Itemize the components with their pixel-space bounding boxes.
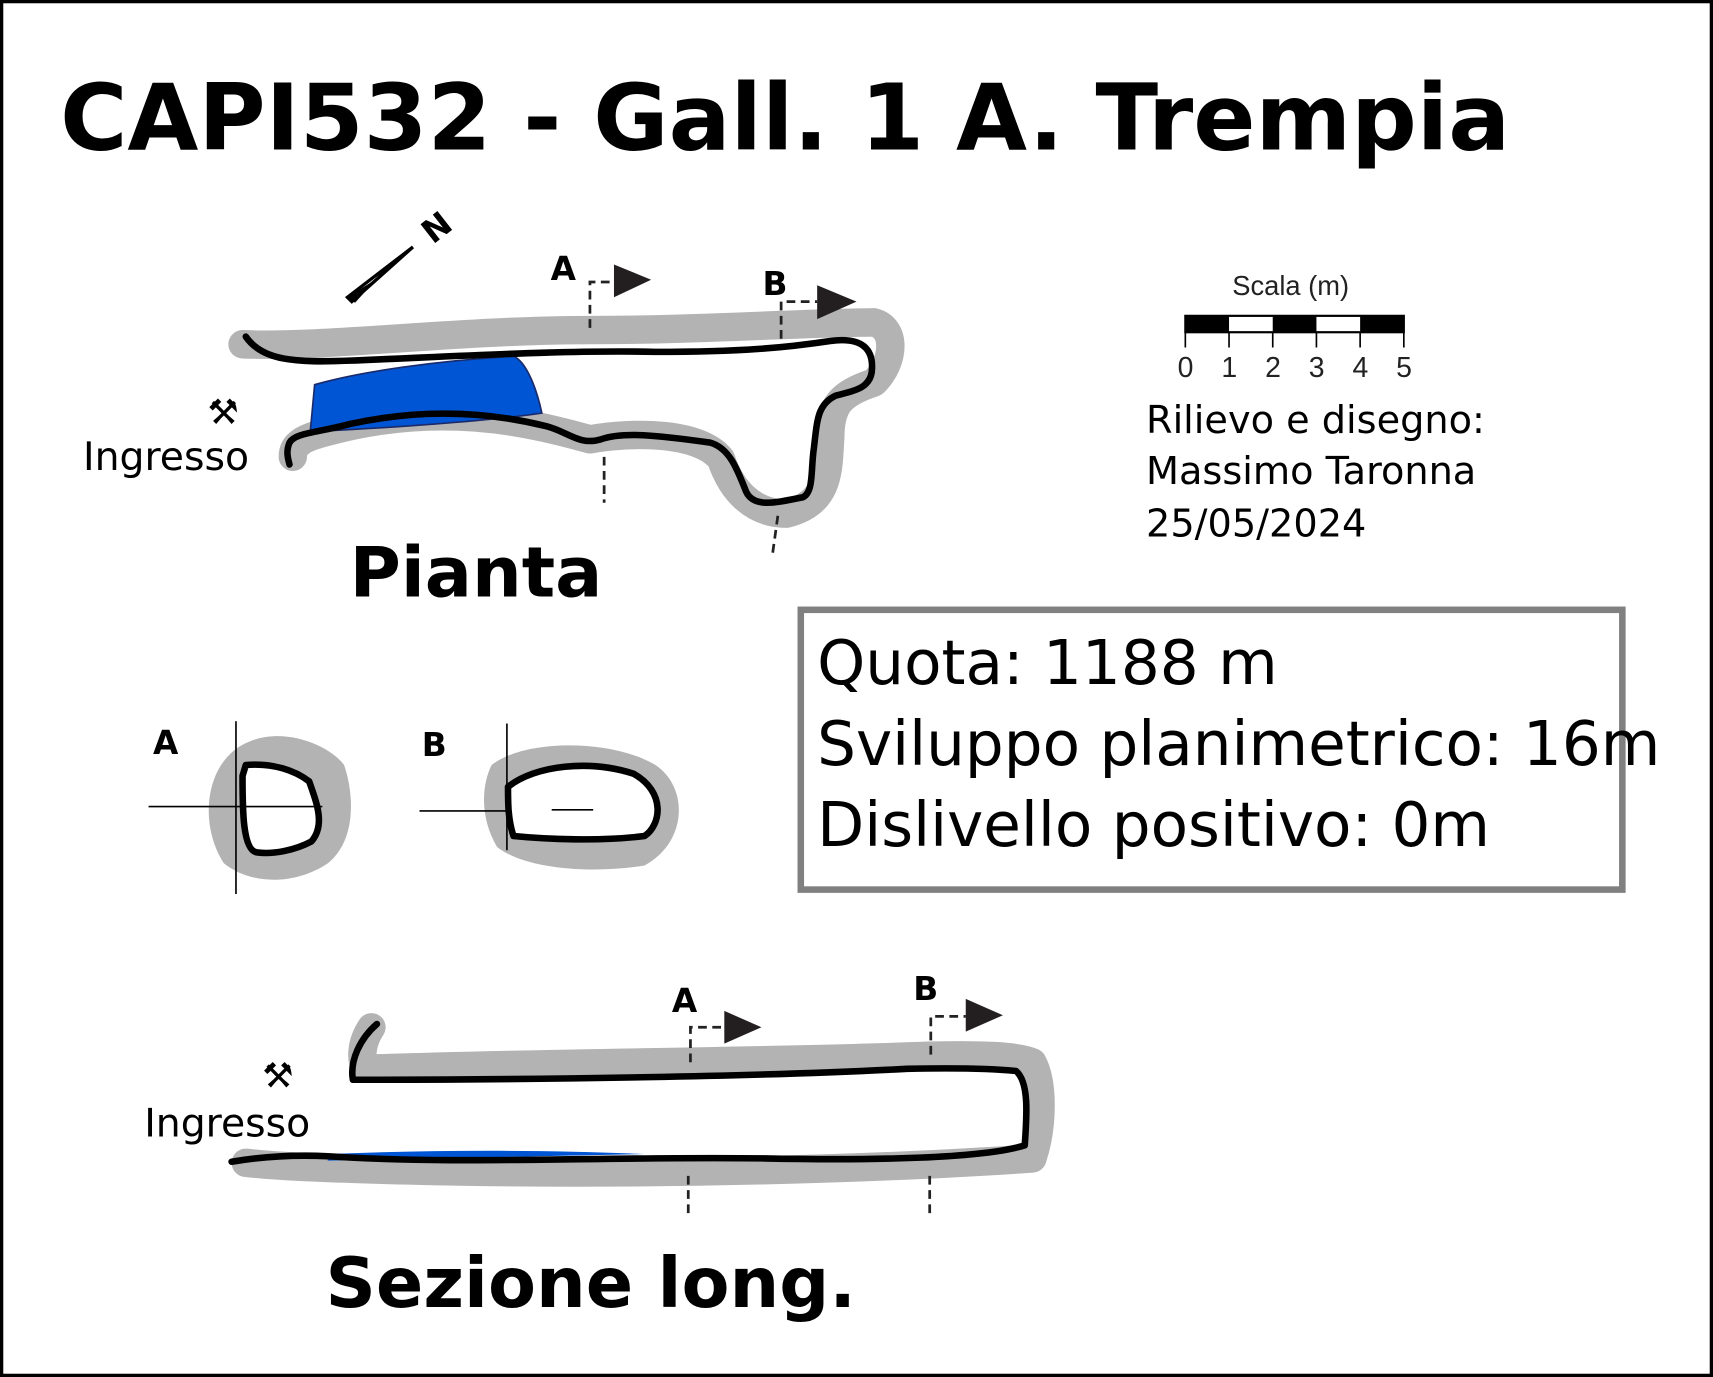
survey-title: CAPI532 - Gall. 1 A. Trempia: [60, 65, 1510, 172]
section-a-label: A: [153, 724, 179, 762]
credits-author: Massimo Taronna: [1146, 450, 1476, 494]
cross-section-b: B: [419, 723, 679, 870]
scale-tick: 3: [1309, 352, 1325, 384]
info-sviluppo: Sviluppo planimetrico: 16m: [817, 709, 1660, 780]
scale-tick: 2: [1265, 352, 1281, 384]
cross-section-a: A: [148, 721, 351, 894]
credits-date: 25/05/2024: [1146, 503, 1366, 547]
scale-title: Scala (m): [1232, 270, 1349, 301]
plan-entrance-label: Ingresso: [83, 434, 249, 480]
credits-line1: Rilievo e disegno:: [1146, 399, 1485, 443]
profile-view: A B ⚒ Ingresso Sezione long.: [144, 970, 1055, 1324]
scale-tick: 0: [1178, 352, 1194, 384]
scale-bar: Scala (m) 0 1 2 3 4 5: [1178, 270, 1412, 384]
plan-title: Pianta: [350, 533, 603, 614]
profile-marker-b: B: [913, 970, 938, 1008]
scale-tick: 5: [1396, 352, 1412, 384]
plan-view: N A B ⚒ Ingresso Pianta: [83, 204, 905, 614]
scale-tick: 1: [1221, 352, 1237, 384]
scale-tick: 4: [1352, 352, 1368, 384]
info-quota: Quota: 1188 m: [817, 628, 1278, 699]
entrance-icon: ⚒: [208, 393, 239, 433]
info-box: Quota: 1188 m Sviluppo planimetrico: 16m…: [797, 606, 1660, 893]
plan-marker-a: A: [551, 250, 577, 288]
info-dislivello: Dislivello positivo: 0m: [817, 790, 1490, 861]
plan-marker-b: B: [763, 265, 788, 303]
entrance-icon: ⚒: [262, 1056, 293, 1096]
profile-entrance-label: Ingresso: [144, 1101, 310, 1147]
profile-title: Sezione long.: [326, 1243, 856, 1324]
profile-marker-a: A: [672, 982, 698, 1020]
section-b-label: B: [422, 726, 447, 764]
